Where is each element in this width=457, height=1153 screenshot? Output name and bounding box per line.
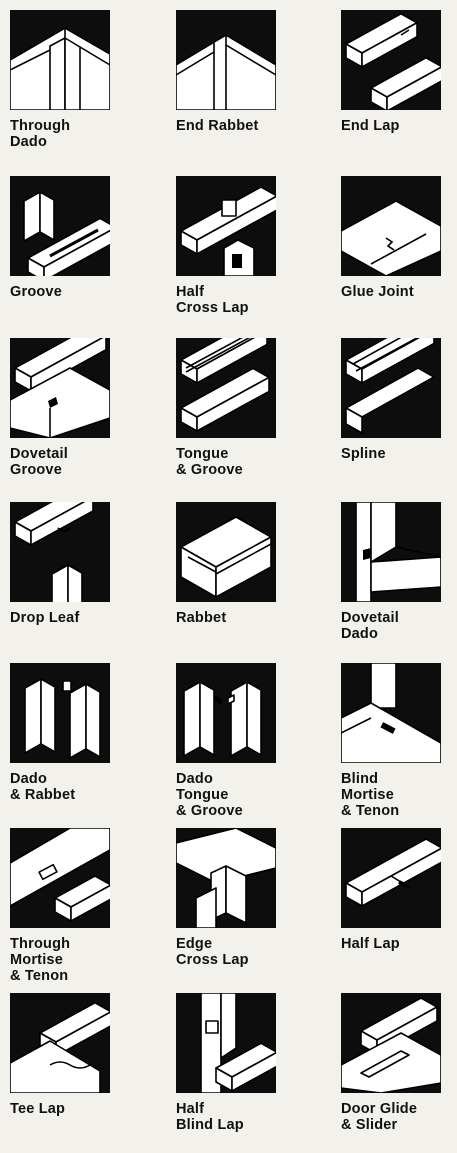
- joint-card-door-glide-and-slider: Door Glide & Slider: [341, 993, 457, 1153]
- tee-lap-illustration: [10, 993, 110, 1093]
- joint-label: Half Blind Lap: [176, 1101, 244, 1133]
- dado-and-rabbet-illustration: [10, 663, 110, 763]
- joint-card-end-lap: End Lap: [341, 10, 457, 170]
- joint-label: Dado & Rabbet: [10, 771, 76, 803]
- joint-label: End Lap: [341, 118, 400, 134]
- joint-card-blind-mortise-and-tenon: Blind Mortise & Tenon: [341, 663, 457, 823]
- half-blind-lap-illustration: [176, 993, 276, 1093]
- joint-card-dovetail-groove: Dovetail Groove: [10, 338, 140, 498]
- door-glide-and-slider-illustration: [341, 993, 441, 1093]
- joint-label: Rabbet: [176, 610, 227, 626]
- dovetail-dado-illustration: [341, 502, 441, 602]
- drop-leaf-illustration: [10, 502, 110, 602]
- rabbet-illustration: [176, 502, 276, 602]
- glue-joint-illustration: [341, 176, 441, 276]
- joint-label: Through Dado: [10, 118, 71, 150]
- joint-label: Tee Lap: [10, 1101, 66, 1117]
- joint-label: Half Cross Lap: [176, 284, 249, 316]
- joint-label: Through Mortise & Tenon: [10, 936, 71, 984]
- joint-card-tongue-and-groove: Tongue & Groove: [176, 338, 306, 498]
- joint-card-groove: Groove: [10, 176, 140, 336]
- joint-label: Half Lap: [341, 936, 400, 952]
- joint-card-drop-leaf: Drop Leaf: [10, 502, 140, 662]
- end-rabbet-illustration: [176, 10, 276, 110]
- dado-tongue-and-groove-illustration: [176, 663, 276, 763]
- joint-card-through-dado: Through Dado: [10, 10, 140, 170]
- joint-card-edge-cross-lap: Edge Cross Lap: [176, 828, 306, 988]
- joint-label: Dovetail Groove: [10, 446, 69, 478]
- joint-card-dado-and-rabbet: Dado & Rabbet: [10, 663, 140, 823]
- joint-card-dovetail-dado: Dovetail Dado: [341, 502, 457, 662]
- blind-mortise-and-tenon-illustration: [341, 663, 441, 763]
- through-dado-illustration: [10, 10, 110, 110]
- joint-label: Glue Joint: [341, 284, 414, 300]
- joint-card-spline: Spline: [341, 338, 457, 498]
- edge-cross-lap-illustration: [176, 828, 276, 928]
- spline-illustration: [341, 338, 441, 438]
- joint-label: Spline: [341, 446, 386, 462]
- joint-label: Tongue & Groove: [176, 446, 243, 478]
- half-lap-illustration: [341, 828, 441, 928]
- joint-card-through-mortise-and-tenon: Through Mortise & Tenon: [10, 828, 140, 988]
- groove-illustration: [10, 176, 110, 276]
- joint-label: Drop Leaf: [10, 610, 80, 626]
- half-cross-lap-illustration: [176, 176, 276, 276]
- joint-label: Blind Mortise & Tenon: [341, 771, 400, 819]
- joint-label: Groove: [10, 284, 62, 300]
- through-mortise-and-tenon-illustration: [10, 828, 110, 928]
- joint-card-rabbet: Rabbet: [176, 502, 306, 662]
- end-lap-illustration: [341, 10, 441, 110]
- joint-card-half-blind-lap: Half Blind Lap: [176, 993, 306, 1153]
- joint-label: End Rabbet: [176, 118, 259, 134]
- joint-card-half-lap: Half Lap: [341, 828, 457, 988]
- joint-card-glue-joint: Glue Joint: [341, 176, 457, 336]
- tongue-and-groove-illustration: [176, 338, 276, 438]
- joint-card-dado-tongue-and-groove: Dado Tongue & Groove: [176, 663, 306, 823]
- joint-label: Door Glide & Slider: [341, 1101, 418, 1133]
- joint-label: Dovetail Dado: [341, 610, 400, 642]
- dovetail-groove-illustration: [10, 338, 110, 438]
- joint-card-tee-lap: Tee Lap: [10, 993, 140, 1153]
- joint-label: Dado Tongue & Groove: [176, 771, 243, 819]
- joint-label: Edge Cross Lap: [176, 936, 249, 968]
- joint-card-half-cross-lap: Half Cross Lap: [176, 176, 306, 336]
- joint-card-end-rabbet: End Rabbet: [176, 10, 306, 170]
